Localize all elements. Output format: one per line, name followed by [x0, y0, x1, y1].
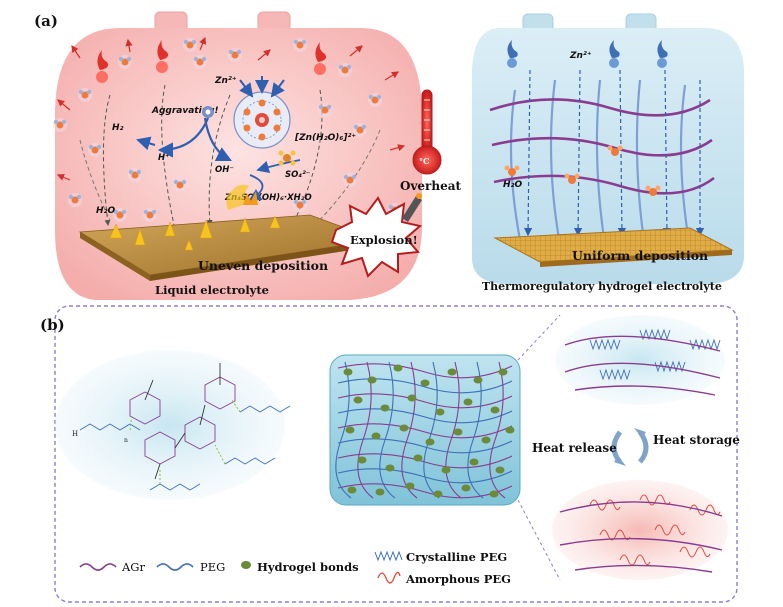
zn-ion-label: Zn²⁺ — [214, 76, 237, 86]
explosion-icon — [330, 193, 423, 278]
sulfate-label: SO₄²⁻ — [285, 170, 310, 180]
zoom-lines — [517, 314, 561, 581]
h-atom-label: H — [72, 430, 78, 438]
legend — [79, 550, 403, 584]
thermometer-icon — [412, 89, 442, 175]
n-subscript-label: n — [124, 437, 128, 444]
legend-amorphous-label: Amorphous PEG — [405, 572, 511, 586]
hydrogel-electrolyte-caption: Thermoregulatory hydrogel electrolyte — [482, 280, 722, 293]
legend-agr-label: AGr — [121, 560, 145, 574]
aggravating-label: Aggravating! — [151, 106, 219, 116]
hydrogel-network — [489, 40, 734, 267]
legend-crystalline-swatch — [374, 550, 403, 562]
panel-b-label: (b) — [40, 316, 65, 334]
crystalline-state — [555, 315, 725, 405]
uneven-substrate — [78, 184, 379, 281]
legend-amorphous-swatch — [377, 571, 401, 584]
heat-storage-label: Heat storage — [653, 433, 740, 447]
legend-bonds-label: Hydrogel bonds — [257, 560, 359, 574]
panel-a-label: (a) — [34, 12, 58, 30]
molecular-structure — [55, 350, 291, 500]
legend-peg-swatch — [156, 563, 194, 571]
heat-arrows — [56, 36, 406, 231]
overheat-label: Overheat — [400, 179, 462, 193]
hydrated-zinc-complex — [233, 76, 291, 149]
heat-cycle-icon — [611, 428, 649, 466]
legend-bond-swatch — [241, 561, 251, 569]
oh-minus-label: OH⁻ — [215, 165, 234, 175]
hydrogel-electrolyte-cell — [472, 13, 744, 284]
hydrogel-block — [329, 354, 521, 506]
liquid-electrolyte-caption: Liquid electrolyte — [155, 283, 269, 297]
legend-crystalline-label: Crystalline PEG — [406, 550, 507, 564]
heat-release-label: Heat release — [532, 441, 617, 455]
water-label-right: H₂O — [503, 180, 522, 190]
uniform-deposition-label: Uniform deposition — [572, 248, 708, 263]
thermometer-unit: °C — [419, 156, 429, 166]
legend-peg-label: PEG — [200, 560, 225, 574]
h-plus-label: H⁺ — [158, 153, 170, 163]
legend-agr-swatch — [79, 563, 117, 571]
explosion-label: Explosion! — [350, 233, 418, 247]
zn-ion-label-right: Zn²⁺ — [569, 51, 592, 61]
byproduct-label: Zn₄SO₄(OH)₆·XH₂O — [224, 193, 312, 203]
water-label-left: H₂O — [96, 206, 115, 216]
h2-label: H₂ — [112, 123, 124, 133]
complex-label: [Zn(H₂O)₆]²⁺ — [294, 133, 356, 143]
uneven-deposition-label: Uneven deposition — [198, 258, 328, 273]
amorphous-state — [552, 480, 728, 580]
